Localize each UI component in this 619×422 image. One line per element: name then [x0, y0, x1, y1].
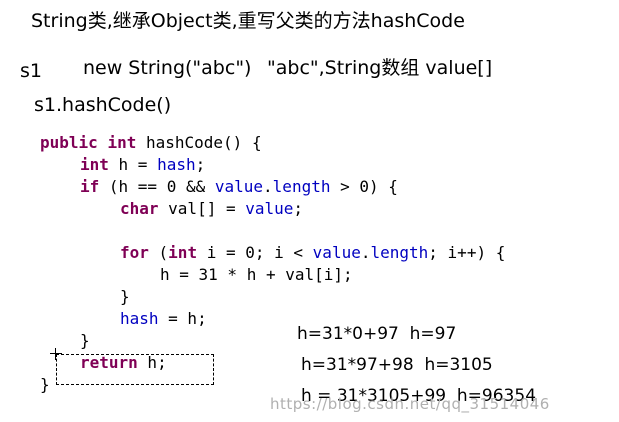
keyword: for: [120, 243, 149, 262]
code-text: ;: [195, 155, 206, 174]
calc-step-1: h=31*0+97 h=97: [297, 324, 457, 344]
keyword: char: [120, 199, 159, 218]
code-line-8: hash = h;: [120, 308, 207, 330]
s1-description: "abc",String数组 value[]: [267, 57, 493, 79]
keyword: int: [107, 133, 137, 152]
field: value: [214, 177, 264, 196]
code-text: hashCode() {: [136, 133, 262, 152]
code-line-4: char val[] = value;: [120, 198, 303, 220]
calc-step-2: h=31*97+98 h=3105: [301, 355, 493, 375]
code-text: = h;: [158, 309, 207, 328]
code-text: > 0) {: [330, 177, 398, 196]
code-line-6: h = 31 * h + val[i];: [160, 265, 353, 284]
code-line-7: }: [120, 287, 130, 306]
field: value: [245, 199, 294, 218]
keyword: return: [80, 353, 138, 372]
field: hash: [157, 155, 196, 174]
code-line-9: }: [80, 331, 90, 350]
code-text: h;: [137, 353, 167, 372]
code-text: i = 0; i <: [197, 243, 313, 262]
code-text: (h == 0 &&: [99, 177, 215, 196]
code-line-10: return h;: [80, 352, 167, 374]
method-call: s1.hashCode(): [34, 94, 172, 116]
code-text: val[] =: [158, 199, 246, 218]
field: length: [272, 177, 331, 196]
s1-new-expression: new String("abc"): [83, 57, 252, 79]
keyword: int: [168, 243, 198, 262]
code-line-2: int h = hash;: [80, 154, 205, 176]
keyword: public: [40, 133, 98, 152]
s1-label: s1: [20, 60, 42, 82]
page-title: String类,继承Object类,重写父类的方法hashCode: [31, 10, 465, 32]
code-line-5: for (int i = 0; i < value.length; i++) {: [120, 242, 505, 264]
field: length: [370, 243, 429, 262]
calc-step-3: h = 31*3105+99 h=96354: [301, 386, 537, 406]
watermark: https://blog.csdn.net/qq_31514046: [270, 395, 550, 413]
keyword: if: [80, 177, 100, 196]
code-text: (: [148, 243, 169, 262]
field: value: [312, 243, 361, 262]
code-line-11: }: [40, 375, 50, 394]
code-text: ;: [293, 199, 304, 218]
field: hash: [120, 309, 159, 328]
code-text: .: [360, 243, 371, 262]
code-text: ; i++) {: [428, 243, 506, 262]
crosshair-cursor-icon: [50, 348, 62, 360]
keyword: int: [80, 155, 109, 174]
selection-rectangle[interactable]: [56, 354, 214, 385]
code-line-3: if (h == 0 && value.length > 0) {: [80, 176, 398, 198]
code-text: .: [263, 177, 273, 196]
code-text: h =: [108, 155, 158, 174]
code-line-1: public int hashCode() {: [40, 132, 262, 154]
